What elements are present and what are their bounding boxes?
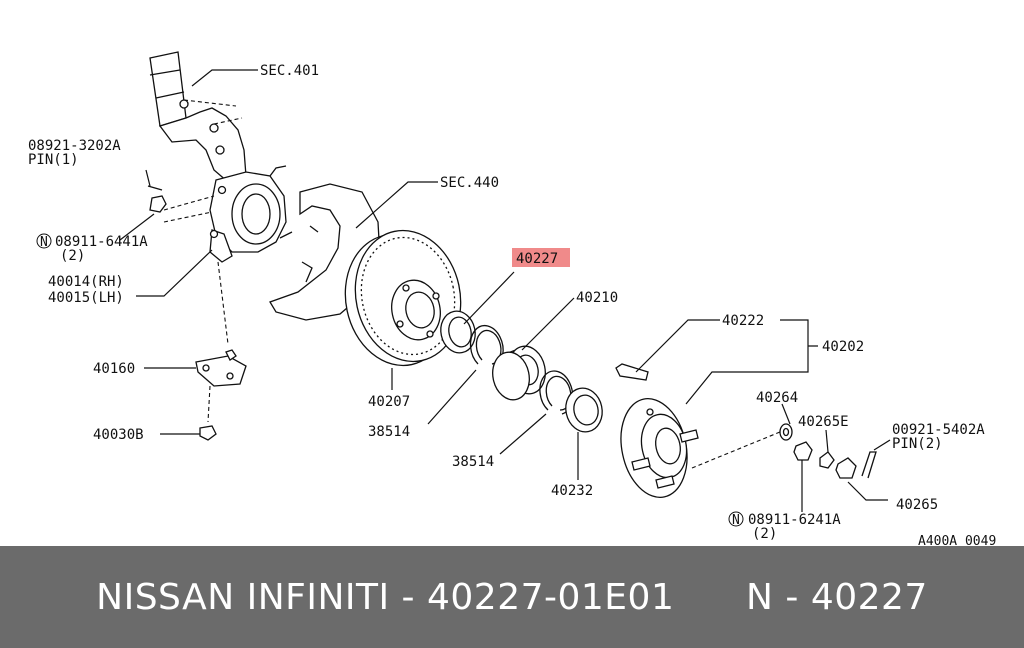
label-nut2-qty: (2) xyxy=(752,526,777,542)
label-sec401: SEC.401 xyxy=(260,63,319,79)
label-40202: 40202 xyxy=(822,339,864,355)
drawing-code: A400A 0049 xyxy=(918,534,996,546)
label-38514-a: 38514 xyxy=(368,424,410,440)
n-symbol-circle-1 xyxy=(36,233,52,249)
brake-rotor-drawing xyxy=(344,229,462,367)
n-symbol-circle-2 xyxy=(728,511,744,527)
label-nut-qty: (2) xyxy=(60,248,85,264)
label-40232: 40232 xyxy=(551,483,593,499)
label-40264: 40264 xyxy=(756,390,798,406)
label-pin-name: PIN(1) xyxy=(28,152,79,168)
label-40207: 40207 xyxy=(368,394,410,410)
label-40222: 40222 xyxy=(722,313,764,329)
label-38514-b: 38514 xyxy=(452,454,494,470)
label-40160: 40160 xyxy=(93,361,135,377)
label-40265e: 40265E xyxy=(798,414,849,430)
label-pin-part: 08921-3202A xyxy=(28,138,121,154)
banner-title: NISSAN INFINITI - 40227-01E01 N - 40227 xyxy=(96,576,928,618)
wheel-bearing-drawing xyxy=(492,345,546,401)
label-knuckle-rh: 40014(RH) xyxy=(48,274,124,290)
label-40227: 40227 xyxy=(516,251,558,267)
label-40265: 40265 xyxy=(896,497,938,513)
label-nut-part: 08911-6441A xyxy=(55,234,148,250)
n-symbol-2: N xyxy=(732,513,740,528)
strut-knuckle-drawing xyxy=(147,51,293,441)
part-highlight xyxy=(512,248,570,267)
label-pin2-name: PIN(2) xyxy=(892,436,943,452)
parts-diagram: SEC.401 SEC.440 08921-3202A PIN(1) N 089… xyxy=(28,51,997,546)
part-number-banner: NISSAN INFINITI - 40227-01E01 N - 40227 xyxy=(0,546,1024,648)
wheel-hub-drawing xyxy=(615,363,781,499)
n-symbol-1: N xyxy=(40,235,48,250)
leader-lines xyxy=(119,69,891,512)
label-pin2-part: 00921-5402A xyxy=(892,422,985,438)
label-sec440: SEC.440 xyxy=(440,175,499,191)
label-knuckle-lh: 40015(LH) xyxy=(48,290,124,306)
seal-40232-drawing xyxy=(565,387,603,433)
label-40030b: 40030B xyxy=(93,427,144,443)
label-40210: 40210 xyxy=(576,290,618,306)
label-nut2-part: 08911-6241A xyxy=(748,512,841,528)
hub-nut-set-drawing xyxy=(779,423,877,479)
